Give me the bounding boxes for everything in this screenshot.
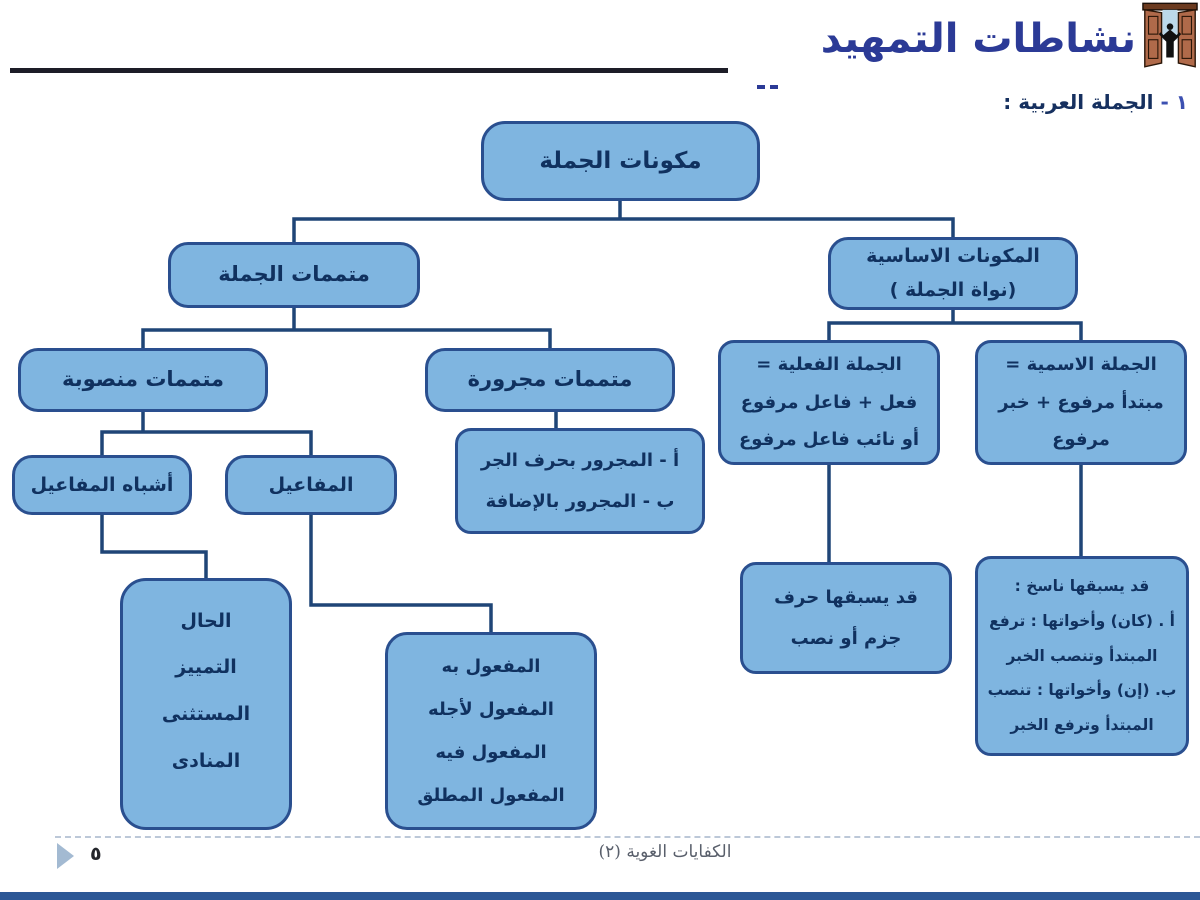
node-genitive-complements: متممات مجرورة [425, 348, 675, 412]
footer-divider [55, 836, 1200, 838]
node-sentence-complements: متممات الجملة [168, 242, 420, 308]
node-jussive-note: قد يسبقها حرف جزم أو نصب [740, 562, 952, 674]
bottom-accent-bar [0, 892, 1200, 900]
node-accusative-list: الحال التمييز المستثنى المنادى [120, 578, 292, 830]
footer-course-label: الكفايات الغوية (٢) [598, 842, 732, 862]
page-title: نشاطات التمهيد [820, 16, 1136, 62]
node-verbal-sentence: الجملة الفعلية = فعل + فاعل مرفوع أو نائ… [718, 340, 940, 465]
node-basic-components: المكونات الاساسية (نواة الجملة ) [828, 237, 1078, 310]
page-number: ٥ [90, 843, 102, 865]
node-accusative-complements: متممات منصوبة [18, 348, 268, 412]
next-arrow-icon[interactable] [57, 843, 74, 869]
node-nominal-sentence: الجملة الاسمية = مبتدأ مرفوع + خبر مرفوع [975, 340, 1187, 465]
title-underline [10, 68, 728, 73]
subtitle-text: الجملة العربية : [1003, 90, 1154, 114]
node-nasikh-note: قد يسبقها ناسخ : أ . (كان) وأخواتها : تر… [975, 556, 1189, 756]
subtitle-number: ١ - [1153, 90, 1189, 114]
node-objects-list: المفعول به المفعول لأجله المفعول فيه الم… [385, 632, 597, 830]
title-dashes [757, 85, 779, 89]
node-sentence-components: مكونات الجملة [481, 121, 760, 201]
open-door-icon [1142, 2, 1198, 68]
node-genitive-types: أ - المجرور بحرف الجر ب - المجرور بالإضا… [455, 428, 705, 534]
node-quasi-objects: أشباه المفاعيل [12, 455, 192, 515]
node-objects: المفاعيل [225, 455, 397, 515]
section-subtitle: ١ - الجملة العربية : [1003, 90, 1188, 114]
